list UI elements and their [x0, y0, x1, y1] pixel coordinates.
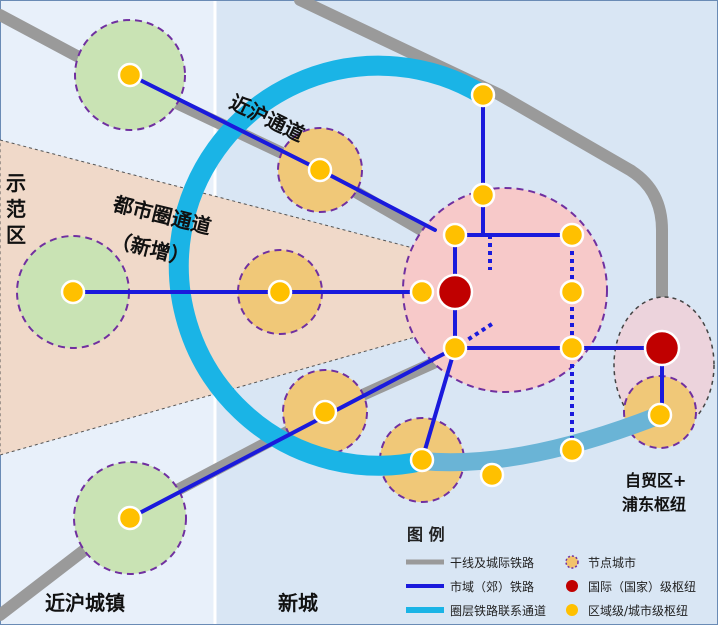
suburban-line-sw [128, 346, 457, 520]
legend-label-ring: 圈层铁路联系通道 [450, 603, 546, 618]
legend: 图 例 干线及城际铁路 节点城市 市域（郊）铁路 国际（国家）级枢纽 圈层铁路联… [406, 525, 696, 618]
regional-hub [647, 402, 673, 428]
label-zimaoqu-line1: 自贸区+ [625, 471, 686, 490]
label-xincheng: 新城 [278, 591, 318, 615]
regional-hub [479, 462, 505, 488]
regional-hub [442, 222, 468, 248]
regional-hub [470, 82, 496, 108]
regional-hub [470, 182, 496, 208]
regional-hub [307, 157, 333, 183]
legend-label-mainline: 干线及城际铁路 [450, 555, 534, 570]
legend-node-city-icon [565, 555, 579, 569]
regional-hub [117, 62, 143, 88]
label-shifanqu-1: 示 [6, 171, 26, 195]
regional-hub [559, 437, 585, 463]
regional-hub [409, 447, 435, 473]
suburban-line-nw-inner [318, 168, 437, 232]
regional-hub [559, 279, 585, 305]
legend-red-dot-icon [566, 580, 578, 592]
mainline-railway-1 [0, 9, 436, 241]
ring-railway [168, 55, 489, 476]
legend-label-regional-hub: 区域级/城市级枢纽 [588, 603, 688, 618]
ring-railway-extension [421, 406, 664, 472]
mainline-railway-2 [294, 0, 668, 351]
legend-title: 图 例 [407, 525, 445, 544]
regional-hubs [60, 62, 673, 531]
legend-yellow-dot-icon [566, 604, 578, 616]
international-hub-core [436, 273, 474, 311]
suburban-railways [71, 73, 664, 520]
regional-hub [312, 399, 338, 425]
label-shifanqu-2: 范 [6, 197, 26, 221]
international-hub-pudong [643, 329, 681, 367]
label-zimaoqu-line2: 浦东枢纽 [622, 495, 686, 514]
legend-label-intl-hub: 国际（国家）级枢纽 [588, 579, 696, 594]
regional-hub [559, 222, 585, 248]
legend-label-suburban: 市域（郊）铁路 [450, 579, 534, 594]
suburban-line-nw [128, 73, 322, 172]
label-shifanqu-3: 区 [6, 223, 26, 247]
label-jinhu-chengzhen: 近沪城镇 [45, 591, 125, 615]
international-hubs [436, 273, 681, 367]
legend-label-node-city: 节点城市 [588, 555, 636, 570]
regional-hub [117, 505, 143, 531]
suburban-line-s [420, 346, 457, 462]
regional-hub [409, 279, 435, 305]
regional-hub [559, 335, 585, 361]
regional-hub [60, 279, 86, 305]
regional-hub [442, 335, 468, 361]
regional-hub [267, 279, 293, 305]
